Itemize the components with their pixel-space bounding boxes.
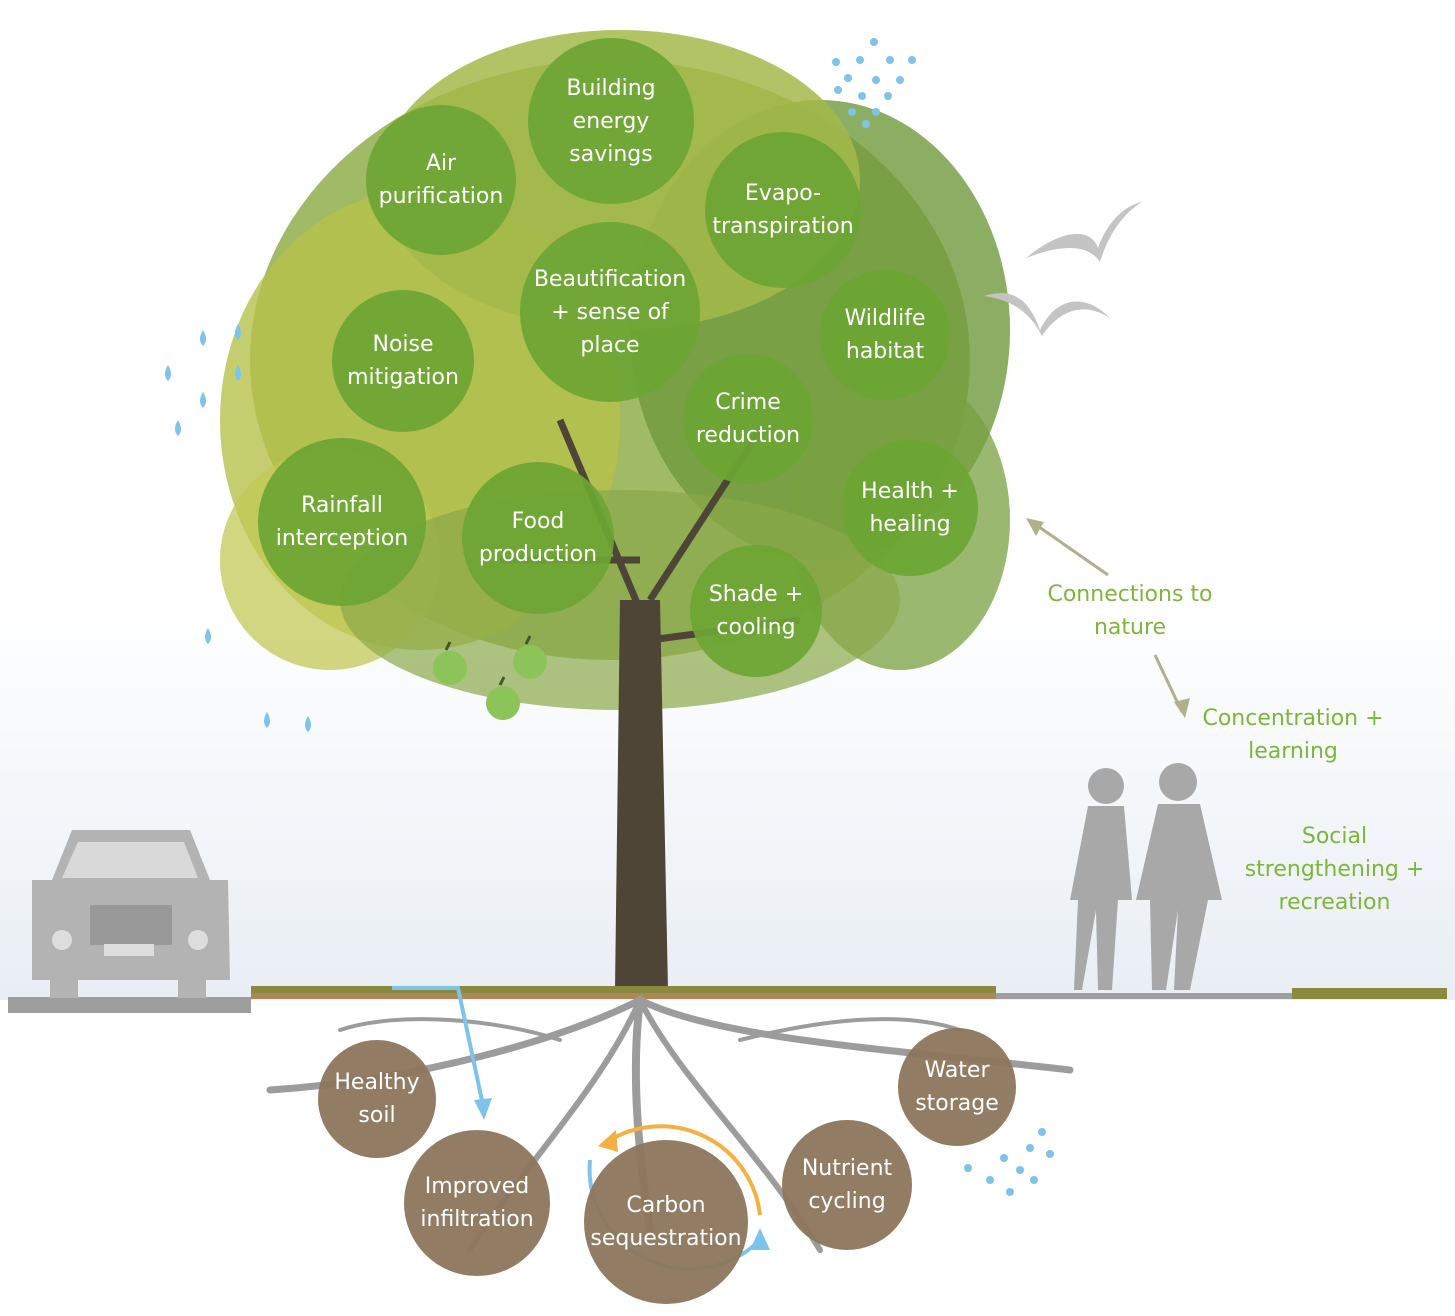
benefit-evapotranspiration: Evapo- transpiration — [705, 132, 861, 288]
benefit-carbon-sequestration: Carbon sequestration — [584, 1140, 748, 1304]
raindrop-icon — [165, 324, 311, 732]
label-concentration-learning: Concentration + learning — [1202, 706, 1384, 764]
benefit-air-purification: Air purification — [366, 105, 516, 255]
benefit-shade-cooling: Shade + cooling — [690, 545, 822, 677]
car-icon — [32, 830, 230, 998]
label-connections-to-nature: Connections to nature — [1047, 582, 1213, 640]
infiltration-arrow — [392, 986, 486, 1111]
benefit-beautification: Beautification + sense of place — [520, 222, 700, 402]
benefit-healthy-soil: Healthy soil — [318, 1040, 436, 1158]
benefit-rainfall-interception: Rainfall interception — [258, 438, 426, 606]
grass-strip-right — [1292, 988, 1447, 999]
benefit-crime-reduction: Crime reduction — [683, 354, 813, 484]
apple-icon — [433, 635, 547, 720]
tree-trunk — [615, 600, 668, 990]
mist-dots — [832, 38, 1054, 1196]
benefit-improved-infiltration: Improved infiltration — [404, 1130, 550, 1276]
benefit-nutrient-cycling: Nutrient cycling — [782, 1120, 912, 1250]
label-social-strengthening: Social strengthening + recreation — [1244, 824, 1425, 915]
benefit-noise-mitigation: Noise mitigation — [332, 290, 474, 432]
benefit-wildlife-habitat: Wildlife habitat — [820, 270, 950, 400]
benefit-food-production: Food production — [462, 462, 614, 614]
birds-icon — [984, 202, 1142, 336]
people-silhouette-icon — [1070, 763, 1222, 990]
benefit-health-healing: Health + healing — [842, 440, 978, 576]
sidewalk — [996, 993, 1292, 999]
benefit-water-storage: Water storage — [898, 1028, 1016, 1146]
road — [8, 997, 251, 1013]
carbon-cycle-arrow-orange — [608, 1124, 762, 1216]
benefit-building-energy-savings: Building energy savings — [528, 38, 694, 204]
